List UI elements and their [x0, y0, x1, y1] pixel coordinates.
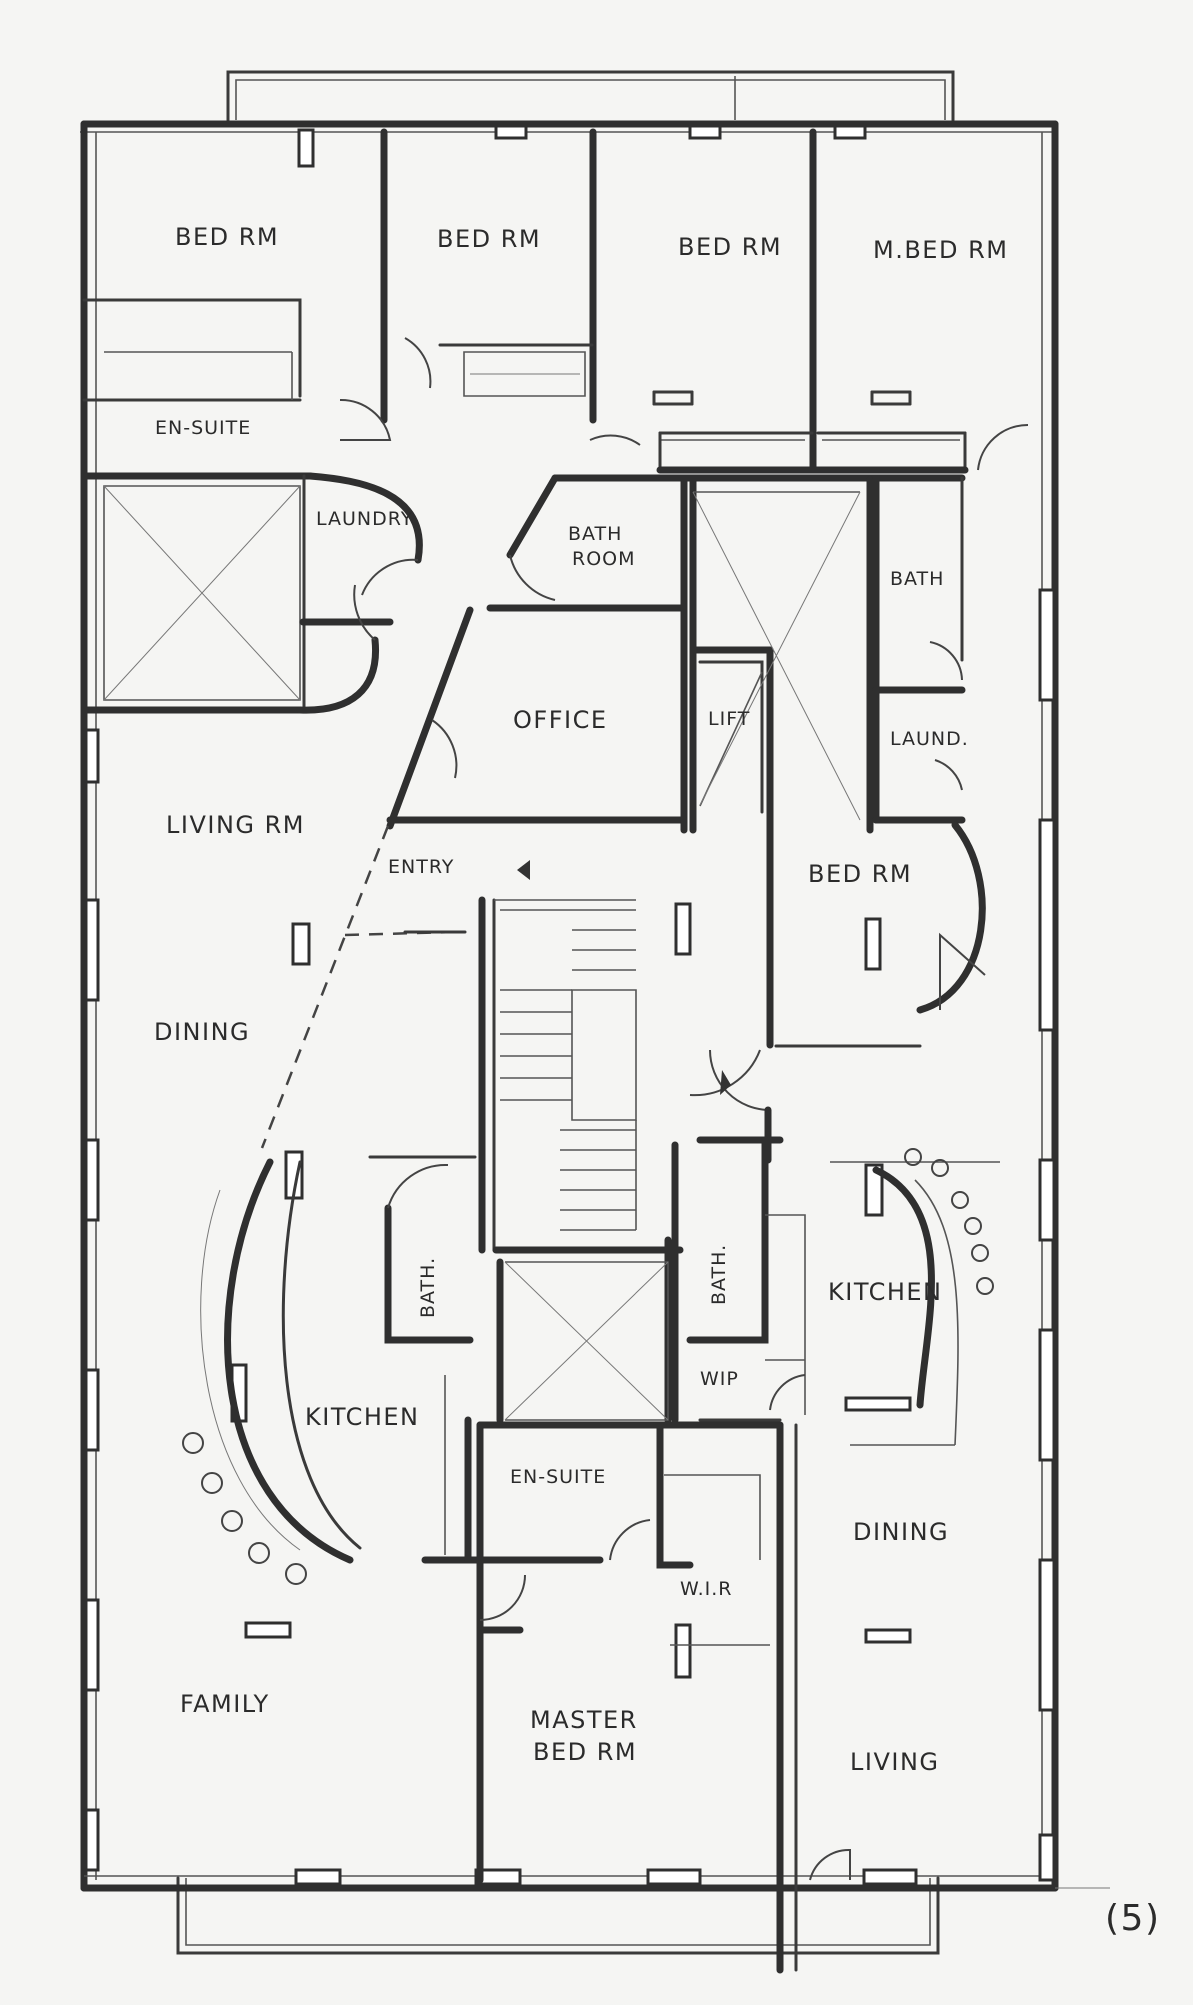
label-bed-rm-mid: BED RM: [808, 860, 912, 888]
bottom-balcony: [176, 1876, 940, 1955]
label-bed-rm-1: BED RM: [175, 223, 279, 251]
label-bath-right: BATH: [890, 568, 944, 590]
top-balcony: [226, 70, 955, 122]
right-kitchen-walls: [830, 1161, 1000, 1446]
label-bed-rm-2: BED RM: [437, 225, 541, 253]
label-lift: LIFT: [708, 708, 750, 730]
label-bath-left: BATH.: [417, 1257, 439, 1318]
bar-stools-right: [904, 1148, 994, 1295]
label-office: OFFICE: [513, 706, 608, 734]
label-bath-room-line2: ROOM: [572, 548, 636, 570]
label-bed-rm-3: BED RM: [678, 233, 782, 261]
label-m-bed-rm: M.BED RM: [873, 236, 1008, 264]
label-wir: W.I.R: [680, 1578, 733, 1600]
label-en-suite-bottom: EN-SUITE: [510, 1466, 606, 1488]
label-living-rm: LIVING RM: [166, 811, 305, 839]
label-kitchen-left: KITCHEN: [305, 1403, 420, 1431]
master-suite-walls: [476, 1421, 851, 1974]
stair-core: [260, 825, 784, 1424]
label-family: FAMILY: [180, 1690, 270, 1718]
core-walls: [386, 474, 986, 1097]
label-wip: WIP: [700, 1368, 739, 1390]
left-kitchen-walls: [200, 1155, 604, 1564]
sheet-number: (5): [1105, 1898, 1161, 1939]
label-en-suite-top: EN-SUITE: [155, 417, 251, 439]
bedroom-walls: [82, 128, 1029, 474]
label-entry: ENTRY: [388, 856, 454, 878]
label-master-line2: BED RM: [533, 1738, 637, 1766]
bar-stools-left: [182, 1432, 307, 1585]
label-master-line1: MASTER: [530, 1706, 638, 1734]
windows: [84, 124, 1056, 1886]
label-living-right: LIVING: [850, 1748, 940, 1776]
label-dining-left: DINING: [154, 1018, 250, 1046]
label-kitchen-right: KITCHEN: [828, 1278, 943, 1306]
direction-arrows: [517, 860, 731, 1095]
central-bath-walls: [671, 1136, 806, 1424]
label-laundry: LAUNDRY: [316, 508, 413, 530]
label-bath-room-line1: BATH: [568, 523, 622, 545]
laundry-void: [80, 472, 423, 714]
label-laund: LAUND.: [890, 728, 969, 750]
label-dining-right: DINING: [853, 1518, 949, 1546]
room-labels: BED RM BED RM BED RM M.BED RM EN-SUITE L…: [154, 223, 1161, 1939]
label-bath-center: BATH.: [708, 1244, 730, 1305]
